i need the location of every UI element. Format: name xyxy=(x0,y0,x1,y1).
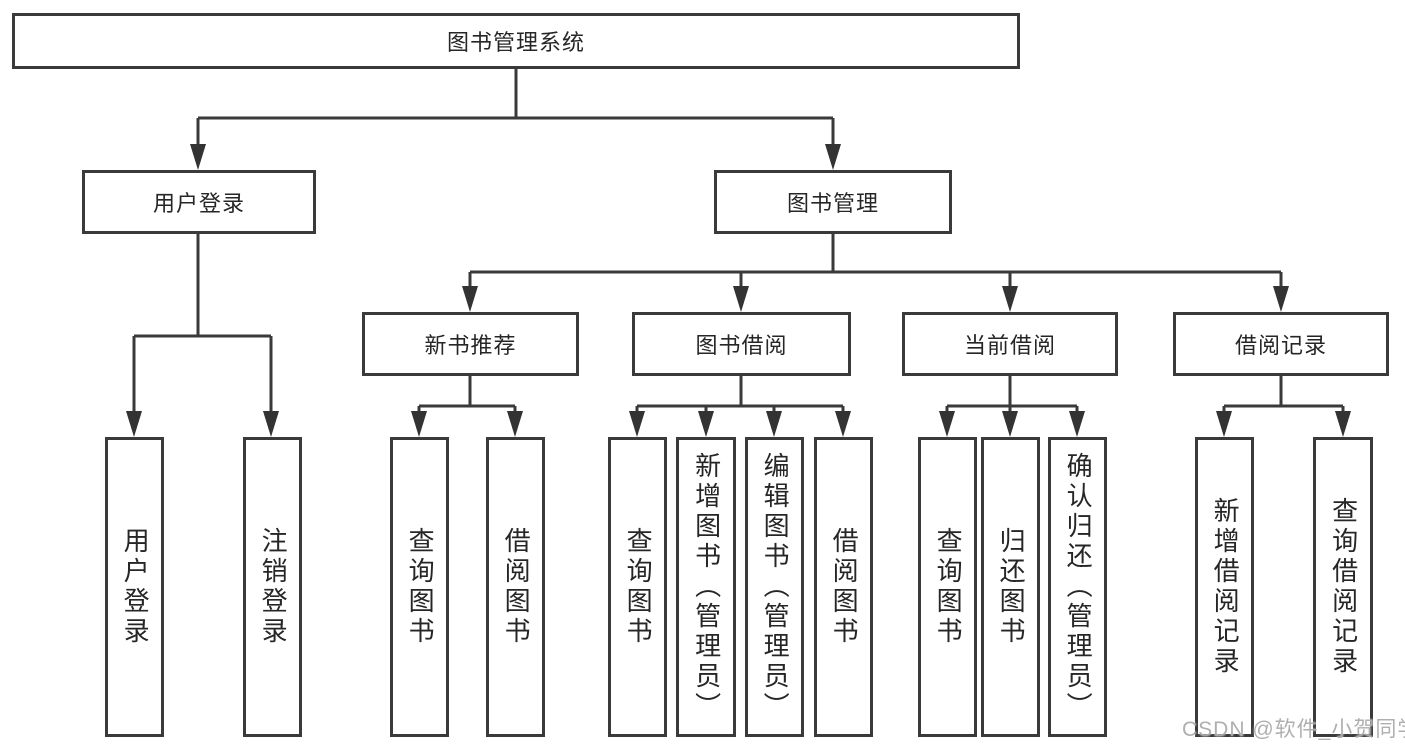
leaf-label: 查询图书 xyxy=(623,527,654,647)
leaf-label: 借阅图书 xyxy=(501,527,532,647)
leaf-user-login: 用户登录 xyxy=(105,437,164,737)
leaf-label: 用户登录 xyxy=(120,527,151,647)
node-book-borrow: 图书借阅 xyxy=(632,312,851,376)
leaf-label: 归还图书 xyxy=(996,527,1027,647)
node-book-management: 图书管理 xyxy=(714,170,952,234)
leaf-query-books-recommend: 查询图书 xyxy=(390,437,449,737)
leaf-confirm-return-admin: 确认归还（管理员） xyxy=(1048,437,1107,737)
leaf-label: 查询图书 xyxy=(933,527,964,647)
leaf-label: 确认归还（管理员） xyxy=(1063,452,1094,722)
leaf-logout: 注销登录 xyxy=(243,437,302,737)
node-borrow-record: 借阅记录 xyxy=(1173,312,1389,376)
leaf-add-borrow-record: 新增借阅记录 xyxy=(1195,437,1254,737)
leaf-label: 编辑图书（管理员） xyxy=(760,452,791,722)
node-current-borrow: 当前借阅 xyxy=(902,312,1118,376)
leaf-borrow-books: 借阅图书 xyxy=(814,437,873,737)
csdn-watermark: CSDN @软件_小贺同学 xyxy=(1182,718,1405,741)
node-root-system: 图书管理系统 xyxy=(12,13,1020,69)
leaf-add-books-admin: 新增图书（管理员） xyxy=(676,437,736,737)
leaf-label: 借阅图书 xyxy=(829,527,860,647)
leaf-query-books-current: 查询图书 xyxy=(918,437,977,737)
leaf-label: 注销登录 xyxy=(258,527,289,647)
leaf-label: 查询借阅记录 xyxy=(1328,497,1359,677)
leaf-label: 新增图书（管理员） xyxy=(691,452,722,722)
leaf-label: 查询图书 xyxy=(405,527,436,647)
leaf-borrow-books-recommend: 借阅图书 xyxy=(486,437,545,737)
leaf-edit-books-admin: 编辑图书（管理员） xyxy=(745,437,804,737)
leaf-label: 新增借阅记录 xyxy=(1210,497,1241,677)
leaf-query-borrow-record: 查询借阅记录 xyxy=(1313,437,1373,737)
node-new-book-recommend: 新书推荐 xyxy=(362,312,579,376)
node-user-login: 用户登录 xyxy=(82,170,316,234)
leaf-query-books: 查询图书 xyxy=(608,437,667,737)
leaf-return-books: 归还图书 xyxy=(981,437,1040,737)
